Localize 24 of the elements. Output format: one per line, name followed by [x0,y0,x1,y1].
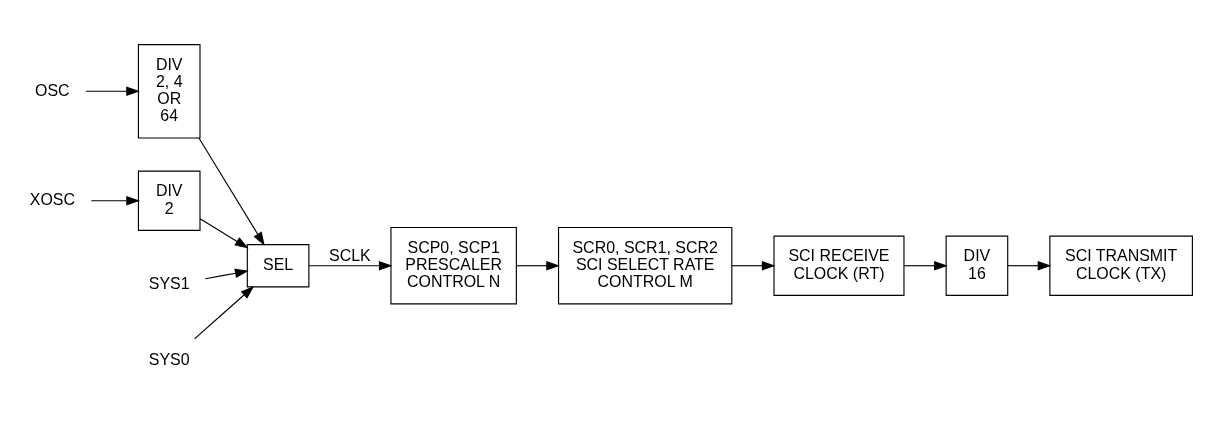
arrow [194,285,255,339]
node-box: SCP0, SCP1 PRESCALER CONTROL N [390,226,517,304]
arrow [85,86,140,96]
arrow [199,217,249,248]
arrow [731,260,776,271]
node-box: DIV 16 [945,235,1009,296]
arrow [903,260,948,271]
arrow [1007,260,1052,271]
node-text: OSC [35,81,70,99]
node-box: SEL [246,243,310,287]
arrow [308,260,393,271]
node-box: SCI RECEIVE CLOCK (RT) [773,235,905,296]
edge-label: SCLK [329,246,371,264]
node-box: DIV 2, 4 OR 64 [137,43,201,139]
node-box: SCI TRANSMIT CLOCK (TX) [1049,235,1193,296]
node-text: SYS1 [148,274,190,292]
node-box: SCR0, SCR1, SCR2 SCI SELECT RATE CONTROL M [557,226,733,304]
node-text: SYS0 [148,350,190,368]
node-text: XOSC [29,190,75,208]
arrow [204,268,249,279]
arrow [198,136,265,246]
node-box: DIV 2 [137,170,201,231]
arrow [516,260,560,271]
arrow [90,195,140,206]
